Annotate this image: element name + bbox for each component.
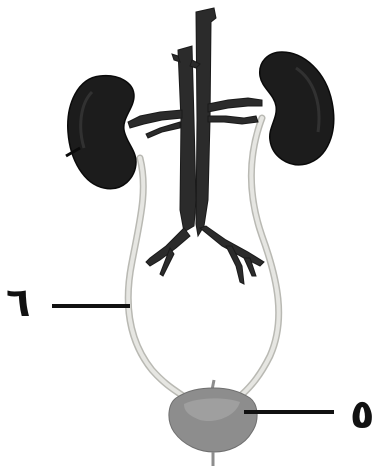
aorta xyxy=(178,46,196,232)
major-vessels xyxy=(128,8,264,284)
left-kidney-icon xyxy=(66,76,136,189)
label-5: ٥ xyxy=(350,392,374,438)
left-ureter xyxy=(128,158,186,398)
right-kidney-icon xyxy=(260,52,334,165)
label-6: ٦ xyxy=(6,280,30,326)
